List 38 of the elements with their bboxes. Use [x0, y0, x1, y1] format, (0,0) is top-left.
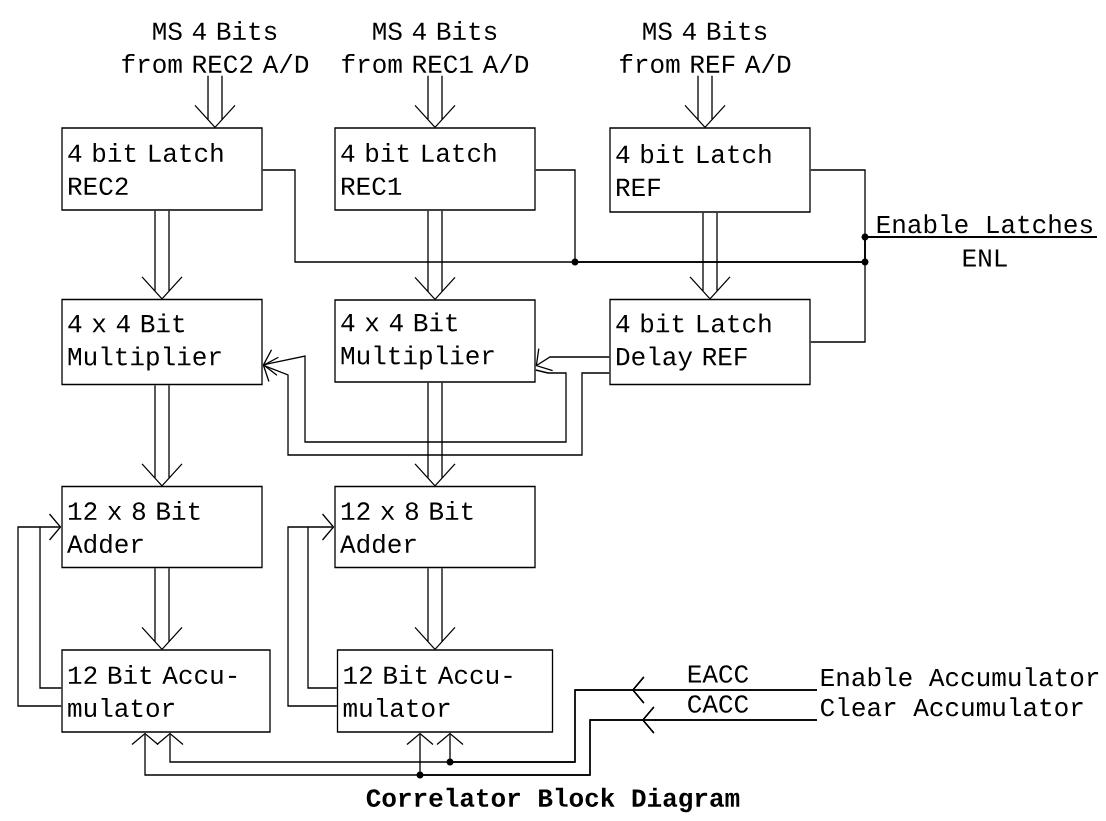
- signal-label: Clear Accumulator: [821, 697, 1083, 717]
- bus-arrow: [414, 210, 456, 301]
- bus-arrow: [414, 75, 456, 129]
- bus-arrow: [684, 75, 726, 129]
- signal-line: [287, 513, 338, 707]
- bus-arrow: [414, 382, 456, 487]
- bus-arrow: [141, 567, 183, 651]
- block-box: 4 bit Latch REC2: [61, 127, 263, 211]
- bus-arrow: [689, 212, 731, 300]
- bus-arrow: [194, 75, 236, 129]
- caption: Correlator Block Diagram: [366, 787, 740, 813]
- input-label: MS 4 Bits from REC1 A/D: [342, 20, 529, 74]
- signal-line: [17, 513, 62, 707]
- signal-label: Enable Accumulator: [821, 667, 1099, 687]
- signal-name: ENL: [963, 249, 1007, 267]
- block-box: 4 x 4 Bit Multiplier: [61, 298, 263, 386]
- block-box: 4 bit Latch REF: [609, 127, 811, 213]
- signal-line: [810, 236, 1098, 343]
- bus-arrow: [141, 210, 183, 300]
- signal-line: [406, 706, 818, 776]
- edge-label: CACC: [688, 695, 749, 713]
- bus-arrow: [414, 567, 456, 651]
- block-box: 12 x 8 Bit Adder: [334, 485, 536, 569]
- input-label: MS 4 Bits from REF A/D: [620, 20, 791, 74]
- signal-line: [436, 676, 818, 763]
- block-box: 4 bit Latch Delay REF: [609, 298, 811, 386]
- block-box: 4 x 4 Bit Multiplier: [334, 299, 536, 383]
- bus-arrow: [141, 384, 183, 487]
- signal-line: [262, 356, 610, 456]
- block-box: 12 x 8 Bit Adder: [61, 485, 263, 569]
- signal-label: Enable Latches: [877, 214, 1092, 234]
- block-box: 12 Bit Accu- mulator: [336, 649, 554, 733]
- input-label: MS 4 Bits from REC2 A/D: [122, 20, 309, 74]
- block-box: 12 Bit Accu- mulator: [61, 649, 271, 733]
- signal-line: [535, 348, 610, 372]
- block-box: 4 bit Latch REC1: [334, 127, 536, 211]
- signal-line: [262, 349, 567, 443]
- edge-label: EACC: [688, 665, 749, 683]
